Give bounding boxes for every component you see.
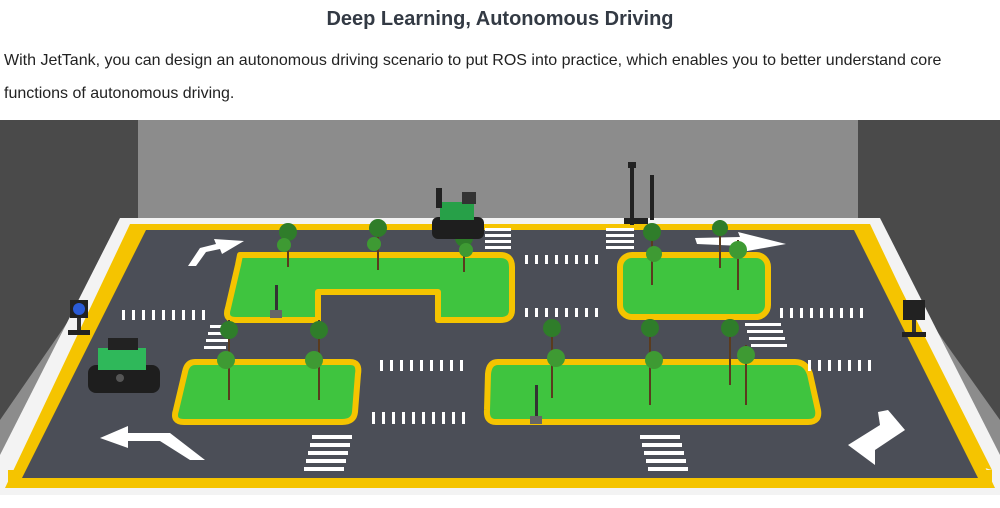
crosswalk	[780, 308, 863, 318]
grass-islands	[172, 252, 822, 425]
autonomous-driving-map-image	[0, 120, 1000, 508]
traffic-sign-left	[68, 300, 90, 335]
tree	[305, 320, 328, 400]
crosswalk	[606, 228, 634, 249]
tree	[217, 320, 238, 400]
crosswalk	[525, 255, 598, 264]
left-wall	[0, 120, 138, 420]
crosswalk	[485, 228, 511, 249]
tree	[729, 240, 747, 290]
crosswalk	[304, 435, 352, 471]
jettank-robot-front	[88, 338, 160, 393]
section-title: Deep Learning, Autonomous Driving	[326, 8, 674, 30]
traffic-light-gate	[624, 162, 654, 225]
crosswalk	[808, 360, 871, 371]
tree	[277, 223, 297, 267]
arrow-icon	[100, 426, 205, 460]
tree	[367, 219, 387, 270]
small-sign	[270, 285, 282, 318]
traffic-sign-right	[902, 300, 926, 337]
crosswalk	[525, 308, 598, 317]
right-wall	[858, 120, 1000, 420]
crosswalk	[745, 323, 787, 347]
arrow-icon	[188, 239, 244, 266]
tree	[721, 319, 739, 385]
tree	[712, 220, 728, 268]
jettank-robot-back	[432, 188, 484, 239]
tree	[641, 319, 663, 405]
tree	[737, 345, 755, 405]
section-description: With JetTank, you can design an autonomo…	[4, 52, 942, 102]
crosswalk	[380, 360, 463, 371]
crosswalk	[122, 310, 205, 320]
tree	[643, 223, 662, 285]
tree	[543, 319, 565, 398]
arrow-icon	[848, 410, 905, 465]
crosswalks	[122, 228, 871, 471]
small-sign	[530, 385, 542, 424]
crosswalk	[372, 412, 465, 424]
crosswalk	[640, 435, 688, 471]
